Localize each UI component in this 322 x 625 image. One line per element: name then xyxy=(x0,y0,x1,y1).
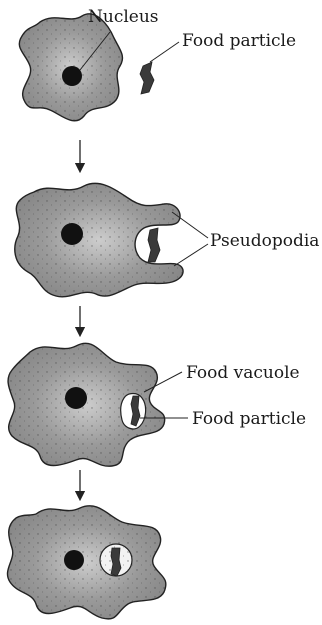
food-particle-2 xyxy=(148,228,160,262)
pseudopodia-label: Pseudopodia xyxy=(210,231,319,251)
nucleus-3 xyxy=(65,387,87,409)
food-particle-leader-top xyxy=(150,42,179,62)
nucleus-1 xyxy=(62,66,82,86)
food-particle-4 xyxy=(111,548,121,576)
pseudopodia-leader-2 xyxy=(174,244,208,266)
nucleus-2 xyxy=(61,223,83,245)
amoeba-texture-2 xyxy=(15,183,183,296)
nucleus-label: Nucleus xyxy=(88,7,159,27)
stage-2-amoeba xyxy=(15,183,183,296)
stage-4-amoeba xyxy=(7,506,165,619)
food-particle-1 xyxy=(140,62,154,94)
nucleus-4 xyxy=(64,550,84,570)
stage-1-amoeba xyxy=(19,14,154,121)
food-particle-label-bottom: Food particle xyxy=(192,409,306,429)
stage-3-amoeba xyxy=(8,343,165,466)
pseudopodia-leader-1 xyxy=(172,212,208,238)
amoeba-texture-4 xyxy=(7,506,165,619)
food-vacuole-label: Food vacuole xyxy=(186,363,300,383)
food-particle-label-top: Food particle xyxy=(182,31,296,51)
